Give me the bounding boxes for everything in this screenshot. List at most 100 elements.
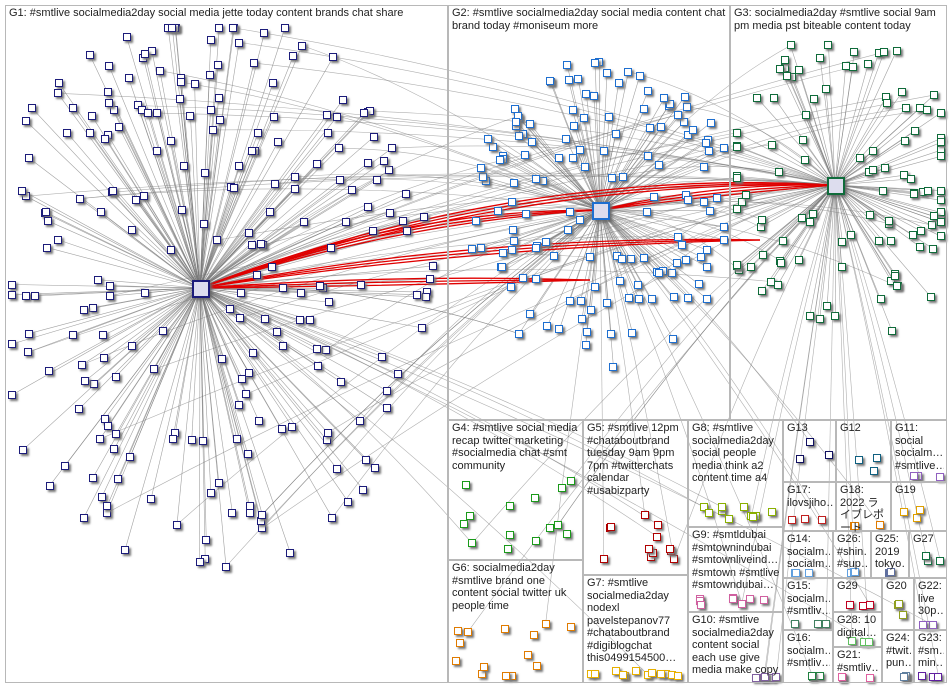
vertex[interactable] (703, 246, 712, 255)
vertex[interactable] (649, 192, 658, 201)
vertex[interactable] (654, 520, 663, 529)
vertex[interactable] (332, 112, 341, 121)
vertex[interactable] (886, 236, 895, 245)
vertex[interactable] (291, 173, 300, 182)
vertex[interactable] (667, 268, 676, 277)
vertex[interactable] (815, 314, 824, 323)
vertex[interactable] (911, 126, 920, 135)
vertex[interactable] (105, 281, 114, 290)
vertex[interactable] (646, 124, 655, 133)
vertex[interactable] (816, 53, 825, 62)
vertex[interactable] (336, 378, 345, 386)
hub-vertex[interactable] (192, 280, 210, 298)
vertex[interactable] (847, 230, 856, 239)
vertex[interactable] (105, 292, 114, 301)
vertex[interactable] (825, 451, 834, 460)
vertex[interactable] (937, 218, 945, 227)
vertex[interactable] (615, 277, 624, 286)
vertex[interactable] (214, 478, 223, 487)
vertex[interactable] (503, 545, 512, 554)
vertex[interactable] (550, 252, 559, 261)
vertex[interactable] (54, 79, 63, 88)
vertex[interactable] (926, 292, 935, 301)
vertex[interactable] (359, 485, 368, 494)
vertex[interactable] (81, 376, 90, 385)
vertex[interactable] (800, 514, 809, 523)
vertex[interactable] (872, 454, 881, 463)
vertex[interactable] (809, 95, 818, 104)
vertex[interactable] (514, 329, 523, 338)
vertex[interactable] (235, 161, 244, 170)
vertex[interactable] (425, 275, 434, 284)
vertex[interactable] (209, 125, 218, 134)
vertex[interactable] (805, 312, 814, 321)
vertex[interactable] (554, 153, 563, 162)
vertex[interactable] (152, 146, 161, 155)
vertex[interactable] (521, 210, 530, 219)
vertex[interactable] (218, 355, 227, 364)
vertex[interactable] (43, 243, 52, 252)
vertex[interactable] (326, 244, 335, 253)
vertex[interactable] (798, 136, 807, 145)
vertex[interactable] (249, 59, 258, 68)
vertex[interactable] (892, 46, 901, 55)
vertex[interactable] (574, 74, 583, 83)
vertex[interactable] (795, 66, 804, 75)
vertex[interactable] (498, 249, 507, 258)
vertex[interactable] (631, 667, 640, 676)
vertex[interactable] (624, 294, 633, 303)
vertex[interactable] (187, 435, 196, 444)
vertex[interactable] (733, 173, 741, 182)
vertex[interactable] (681, 256, 690, 265)
vertex[interactable] (532, 243, 541, 252)
vertex[interactable] (139, 191, 148, 200)
vertex[interactable] (874, 237, 883, 245)
vertex[interactable] (348, 186, 357, 195)
vertex[interactable] (332, 464, 341, 473)
vertex[interactable] (822, 620, 831, 629)
vertex[interactable] (565, 296, 574, 305)
vertex[interactable] (797, 214, 806, 223)
vertex[interactable] (8, 339, 16, 348)
vertex[interactable] (648, 669, 657, 678)
vertex[interactable] (69, 103, 78, 112)
vertex[interactable] (774, 167, 783, 176)
vertex[interactable] (200, 168, 209, 177)
vertex[interactable] (113, 475, 122, 484)
vertex[interactable] (477, 243, 486, 252)
vertex[interactable] (717, 502, 726, 511)
vertex[interactable] (591, 58, 600, 67)
vertex[interactable] (684, 131, 693, 140)
vertex[interactable] (335, 176, 344, 185)
vertex[interactable] (383, 386, 392, 395)
vertex[interactable] (557, 484, 566, 493)
vertex[interactable] (477, 163, 486, 172)
vertex[interactable] (879, 187, 888, 196)
vertex[interactable] (848, 637, 857, 646)
vertex[interactable] (508, 198, 516, 207)
vertex[interactable] (478, 172, 487, 181)
vertex[interactable] (42, 208, 51, 217)
vertex[interactable] (729, 594, 738, 603)
vertex[interactable] (804, 568, 813, 577)
vertex[interactable] (247, 146, 256, 155)
vertex[interactable] (937, 152, 945, 161)
vertex[interactable] (18, 186, 27, 195)
vertex[interactable] (278, 341, 287, 350)
vertex[interactable] (234, 401, 243, 410)
vertex[interactable] (788, 515, 797, 524)
vertex[interactable] (295, 316, 304, 325)
vertex[interactable] (761, 673, 770, 682)
vertex[interactable] (733, 261, 741, 270)
vertex[interactable] (767, 140, 776, 149)
vertex[interactable] (364, 203, 373, 212)
vertex[interactable] (27, 104, 36, 113)
vertex[interactable] (555, 325, 564, 334)
vertex[interactable] (313, 159, 322, 168)
vertex[interactable] (305, 315, 314, 324)
vertex[interactable] (756, 222, 765, 231)
vertex[interactable] (177, 206, 186, 215)
vertex[interactable] (624, 67, 633, 76)
vertex[interactable] (602, 299, 611, 308)
vertex[interactable] (720, 222, 728, 231)
